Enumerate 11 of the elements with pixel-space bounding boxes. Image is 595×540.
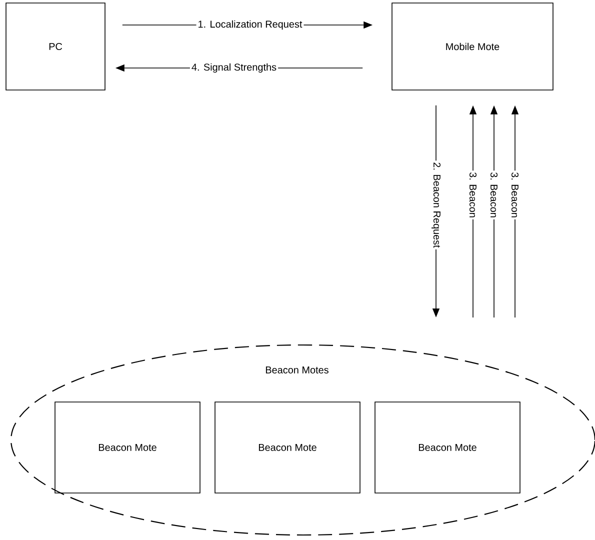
edge-label: 3. Beacon — [488, 170, 500, 220]
process-box: Beacon Mote — [214, 402, 360, 494]
process-box: Beacon Mote — [374, 402, 520, 494]
edge-label: 3. Beacon — [468, 170, 478, 220]
process-box: Mobile Mote — [392, 2, 554, 90]
edge-label: 2. Beacon Request — [430, 160, 442, 250]
edge-label: 1. Localization Request — [196, 18, 304, 32]
process-box: Beacon Mote — [54, 402, 200, 494]
process-box: PC — [6, 2, 106, 90]
edge-label: 3. Beacon — [510, 170, 520, 220]
edge-label: 4. Signal Strengths — [190, 62, 278, 74]
